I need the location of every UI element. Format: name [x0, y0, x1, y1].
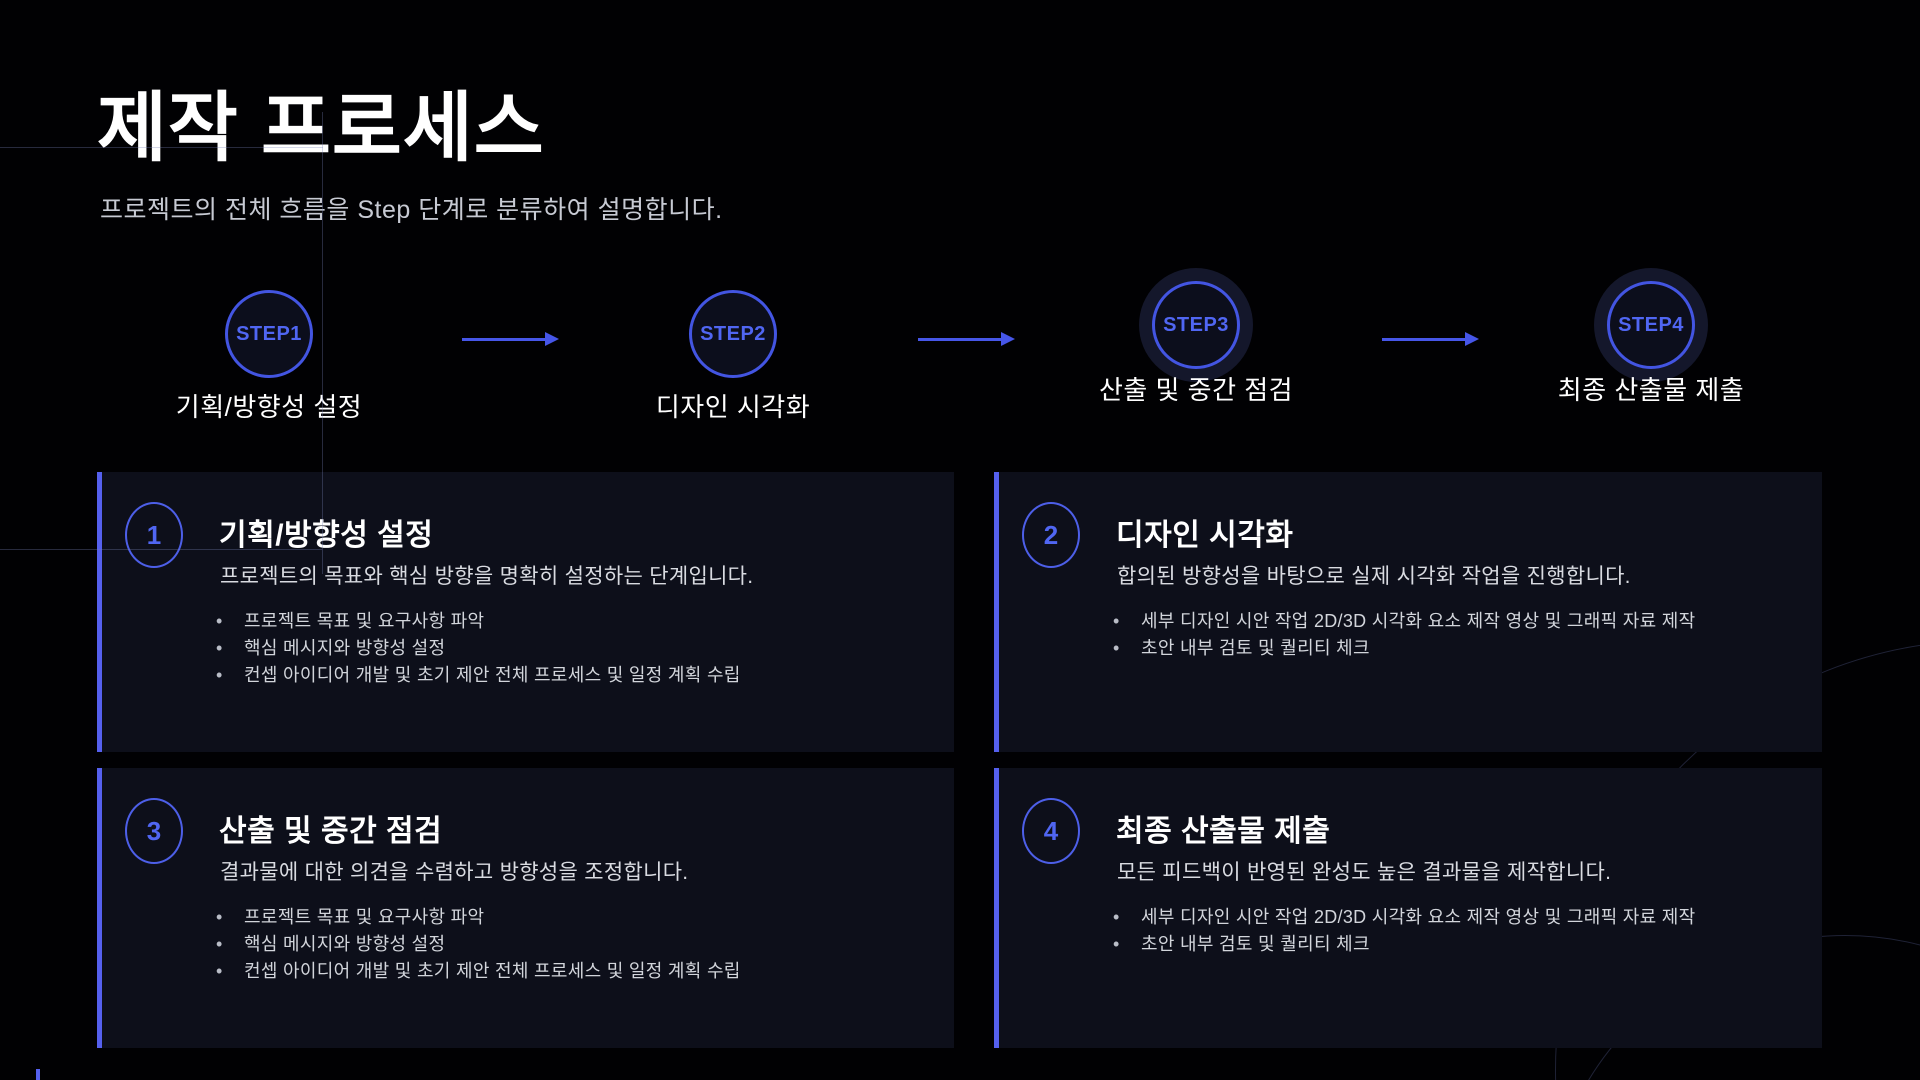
process-card-4: 4 최종 산출물 제출 모든 피드백이 반영된 완성도 높은 결과물을 제작합니… — [994, 768, 1822, 1048]
bullet-item: 핵심 메시지와 방향성 설정 — [214, 933, 741, 955]
bullet-item: 핵심 메시지와 방향성 설정 — [214, 637, 741, 659]
bullet-item: 프로젝트 목표 및 요구사항 파악 — [214, 906, 741, 928]
card-number-badge: 3 — [125, 798, 183, 864]
card-accent-bar — [994, 472, 999, 752]
card-accent-bar — [97, 472, 102, 752]
bullet-item: 초안 내부 검토 및 퀄리티 체크 — [1111, 637, 1696, 659]
step-node-1: STEP1 기획/방향성 설정 — [109, 290, 429, 424]
card-number-badge: 1 — [125, 502, 183, 568]
card-bullet-list: 프로젝트 목표 및 요구사항 파악 핵심 메시지와 방향성 설정 컨셉 아이디어… — [214, 610, 741, 691]
page-subtitle: 프로젝트의 전체 흐름을 Step 단계로 분류하여 설명합니다. — [100, 196, 723, 224]
process-card-2: 2 디자인 시각화 합의된 방향성을 바탕으로 실제 시각화 작업을 진행합니다… — [994, 472, 1822, 752]
step-node-4: STEP4 최종 산출물 제출 — [1491, 281, 1811, 407]
flow-arrow-icon — [462, 332, 559, 346]
step-label: 디자인 시각화 — [655, 392, 811, 422]
card-accent-bar — [994, 768, 999, 1048]
step-badge-label: STEP4 — [1618, 313, 1684, 336]
card-description: 프로젝트의 목표와 핵심 방향을 명확히 설정하는 단계입니다. — [220, 565, 754, 588]
bullet-item: 초안 내부 검토 및 퀄리티 체크 — [1111, 933, 1696, 955]
step-badge-circle: STEP1 — [225, 290, 313, 378]
step-label: 최종 산출물 제출 — [1557, 375, 1745, 405]
step-badge-label: STEP1 — [236, 322, 302, 345]
step-badge-circle: STEP4 — [1607, 281, 1695, 369]
step-node-3: STEP3 산출 및 중간 점검 — [1036, 281, 1356, 407]
step-badge-circle: STEP2 — [689, 290, 777, 378]
flow-arrow-icon — [1382, 332, 1479, 346]
decorative-horizontal-line — [0, 147, 323, 148]
flow-arrow-icon — [918, 332, 1015, 346]
card-bullet-list: 프로젝트 목표 및 요구사항 파악 핵심 메시지와 방향성 설정 컨셉 아이디어… — [214, 906, 741, 987]
card-number-badge: 4 — [1022, 798, 1080, 864]
card-title: 디자인 시각화 — [1116, 519, 1294, 552]
decorative-accent-tick — [36, 1069, 40, 1080]
step-label: 산출 및 중간 점검 — [1098, 375, 1294, 405]
card-accent-bar — [97, 768, 102, 1048]
card-description: 합의된 방향성을 바탕으로 실제 시각화 작업을 진행합니다. — [1117, 565, 1631, 588]
bullet-item: 세부 디자인 시안 작업 2D/3D 시각화 요소 제작 영상 및 그래픽 자료… — [1111, 610, 1696, 632]
decorative-vertical-line — [322, 112, 323, 574]
card-number-badge: 2 — [1022, 502, 1080, 568]
step-node-2: STEP2 디자인 시각화 — [573, 290, 893, 424]
process-card-1: 1 기획/방향성 설정 프로젝트의 목표와 핵심 방향을 명확히 설정하는 단계… — [97, 472, 954, 752]
bullet-item: 컨셉 아이디어 개발 및 초기 제안 전체 프로세스 및 일정 계획 수립 — [214, 960, 741, 982]
step-badge-label: STEP2 — [700, 322, 766, 345]
bullet-item: 컨셉 아이디어 개발 및 초기 제안 전체 프로세스 및 일정 계획 수립 — [214, 664, 741, 686]
card-bullet-list: 세부 디자인 시안 작업 2D/3D 시각화 요소 제작 영상 및 그래픽 자료… — [1111, 610, 1696, 664]
card-title: 기획/방향성 설정 — [219, 519, 434, 552]
bullet-item: 프로젝트 목표 및 요구사항 파악 — [214, 610, 741, 632]
step-label: 기획/방향성 설정 — [175, 392, 363, 422]
process-card-3: 3 산출 및 중간 점검 결과물에 대한 의견을 수렴하고 방향성을 조정합니다… — [97, 768, 954, 1048]
card-description: 모든 피드백이 반영된 완성도 높은 결과물을 제작합니다. — [1117, 861, 1612, 884]
page-title: 제작 프로세스 — [97, 86, 545, 171]
decorative-horizontal-line — [0, 549, 322, 550]
bullet-item: 세부 디자인 시안 작업 2D/3D 시각화 요소 제작 영상 및 그래픽 자료… — [1111, 906, 1696, 928]
card-title: 최종 산출물 제출 — [1116, 815, 1331, 848]
card-description: 결과물에 대한 의견을 수렴하고 방향성을 조정합니다. — [220, 861, 689, 884]
card-title: 산출 및 중간 점검 — [219, 815, 443, 848]
step-badge-circle: STEP3 — [1152, 281, 1240, 369]
card-bullet-list: 세부 디자인 시안 작업 2D/3D 시각화 요소 제작 영상 및 그래픽 자료… — [1111, 906, 1696, 960]
step-badge-label: STEP3 — [1163, 313, 1229, 336]
